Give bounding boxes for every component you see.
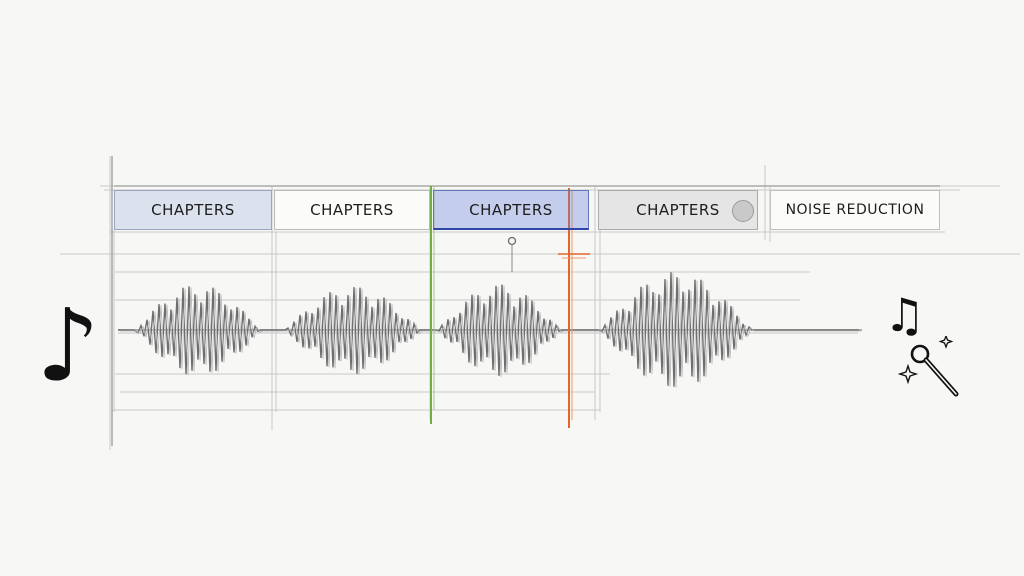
tab-toggle-knob[interactable] — [732, 200, 754, 222]
tab-chapters-3[interactable]: CHAPTERS — [433, 190, 589, 230]
waveform-path — [118, 272, 859, 387]
tab-chapters-1[interactable]: CHAPTERS — [114, 190, 272, 230]
playhead-marker[interactable] — [430, 186, 435, 424]
tab-label: NOISE REDUCTION — [785, 202, 925, 218]
tab-label: CHAPTERS — [151, 201, 235, 219]
waveform-shadow-path — [120, 273, 861, 388]
audio-waveform — [118, 272, 861, 388]
scrub-handle[interactable] — [507, 236, 517, 273]
music-note-icon: ♪ — [36, 287, 100, 404]
tab-label: CHAPTERS — [636, 201, 720, 219]
double-music-note-icon: ♫ — [884, 288, 926, 342]
tab-label: CHAPTERS — [310, 201, 394, 219]
tab-noise-reduction[interactable]: NOISE REDUCTION — [770, 190, 940, 230]
magnifier-sparkle-icon[interactable] — [898, 336, 966, 404]
tab-chapters-2[interactable]: CHAPTERS — [274, 190, 430, 230]
tab-label: CHAPTERS — [469, 200, 553, 219]
